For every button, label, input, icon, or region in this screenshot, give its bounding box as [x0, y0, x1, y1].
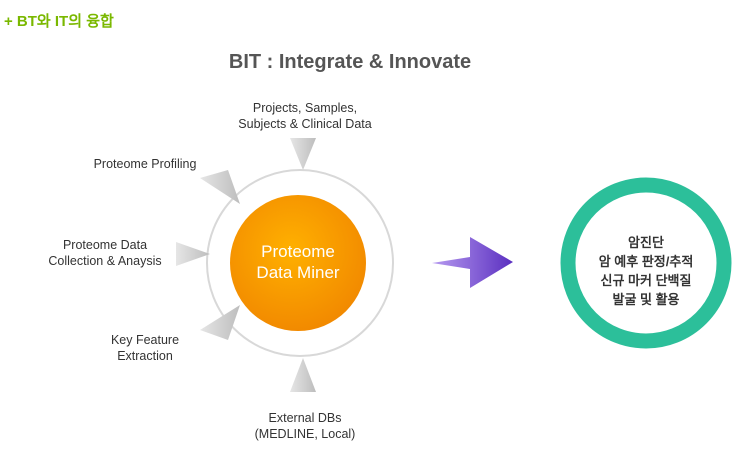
purple-arrow-icon — [432, 237, 513, 288]
input-arrows — [176, 138, 316, 392]
arrow-collection-icon — [176, 242, 210, 266]
arrow-profiling-icon — [200, 170, 240, 204]
core-label: Proteome Data Miner — [256, 242, 340, 282]
section-header: + BT와 IT의 융합 — [4, 13, 114, 30]
input-projects-label: Projects, Samples, Subjects & Clinical D… — [238, 101, 372, 131]
input-collection-label: Proteome Data Collection & Anaysis — [48, 238, 162, 268]
input-feature-label: Key Feature Extraction — [110, 333, 180, 363]
input-profiling-label: Proteome Profiling — [93, 157, 197, 171]
result-ring — [560, 177, 732, 349]
arrow-top-icon — [290, 138, 316, 170]
core-circle — [230, 195, 366, 331]
diagram-title: BIT : Integrate & Innovate — [228, 51, 472, 73]
arrow-feature-icon — [200, 305, 240, 340]
input-external-label: External DBs (MEDLINE, Local) — [254, 411, 356, 441]
result-label: 암진단 암 예후 판정/추적 신규 마커 단백질 발굴 및 활용 — [598, 235, 694, 307]
outer-ring — [206, 169, 394, 357]
arrow-bottom-icon — [290, 358, 316, 392]
